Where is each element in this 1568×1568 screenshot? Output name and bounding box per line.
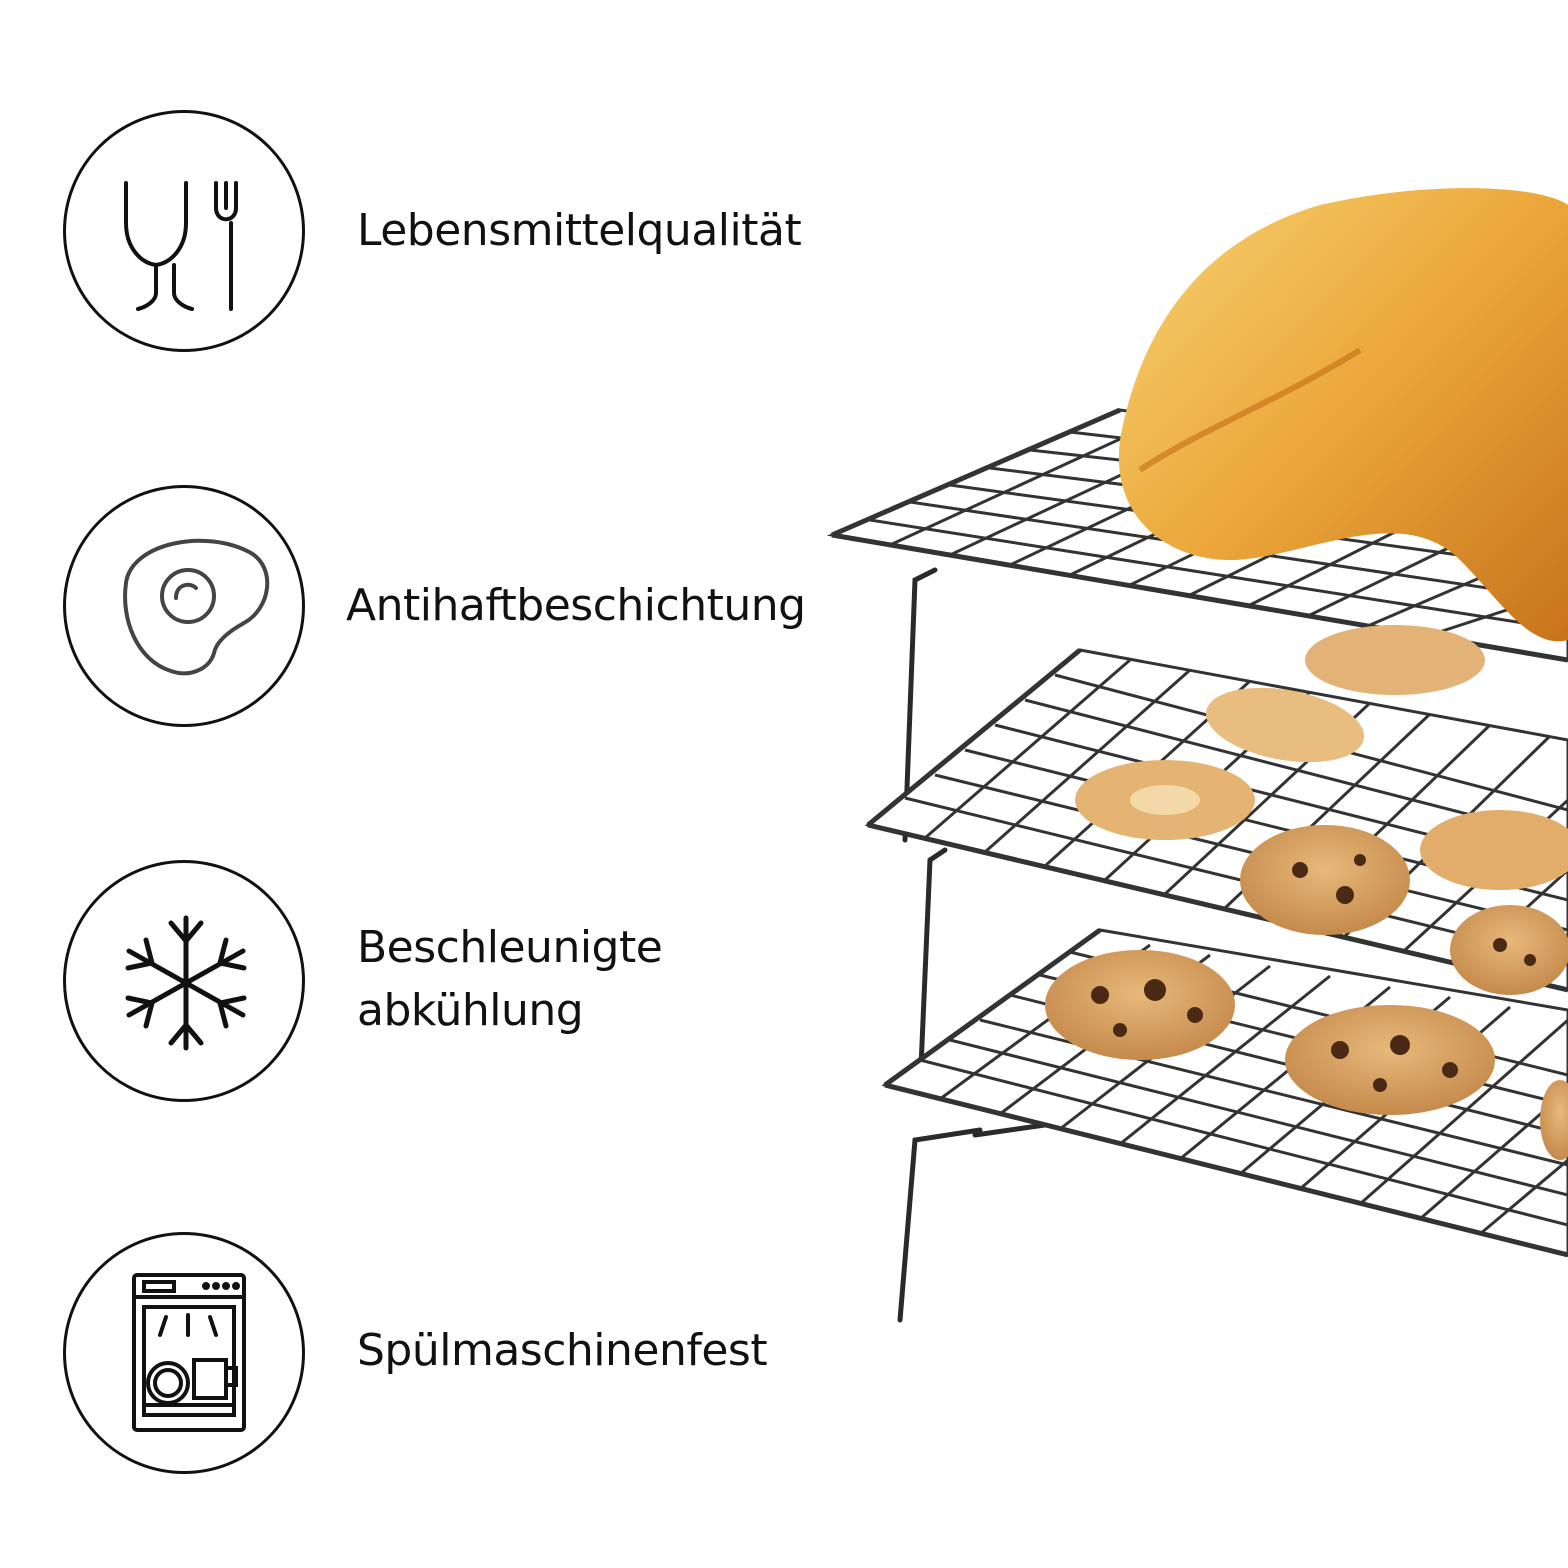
cookie bbox=[1285, 1005, 1495, 1115]
feature-label-food-grade: Lebensmittelqualität bbox=[357, 205, 802, 256]
fried-egg-icon bbox=[123, 538, 270, 676]
snowflake-icon bbox=[125, 915, 247, 1051]
pastry bbox=[1305, 625, 1485, 695]
bread-loaf bbox=[1118, 188, 1568, 642]
feature-label-fast-cooling-line2: abkühlung bbox=[357, 985, 584, 1036]
feature-dishwasher-safe: Spülmaschinenfest bbox=[0, 1232, 820, 1482]
cookie bbox=[1450, 905, 1568, 995]
fast-cooling-icon-circle bbox=[63, 860, 305, 1102]
wineglass-fork-icon bbox=[124, 181, 238, 311]
pastry bbox=[1420, 810, 1568, 890]
product-photo-cooling-rack bbox=[826, 188, 1568, 1323]
dishwasher-icon-circle bbox=[63, 1232, 305, 1474]
cookie bbox=[1045, 950, 1235, 1060]
feature-label-dishwasher-safe: Spülmaschinenfest bbox=[357, 1325, 768, 1376]
food-grade-icon-circle bbox=[63, 110, 305, 352]
feature-food-grade: Lebensmittelqualität bbox=[0, 110, 820, 360]
pastry bbox=[1205, 687, 1365, 763]
feature-fast-cooling: Beschleunigte abkühlung bbox=[0, 860, 820, 1110]
cookie bbox=[1540, 1080, 1568, 1160]
feature-nonstick: Antihaftbeschichtung bbox=[0, 485, 820, 735]
feature-label-fast-cooling-line1: Beschleunigte bbox=[357, 922, 663, 973]
cookie bbox=[1240, 825, 1410, 935]
feature-label-nonstick: Antihaftbeschichtung bbox=[346, 580, 806, 631]
dishwasher-icon bbox=[132, 1273, 246, 1432]
nonstick-icon-circle bbox=[63, 485, 305, 727]
